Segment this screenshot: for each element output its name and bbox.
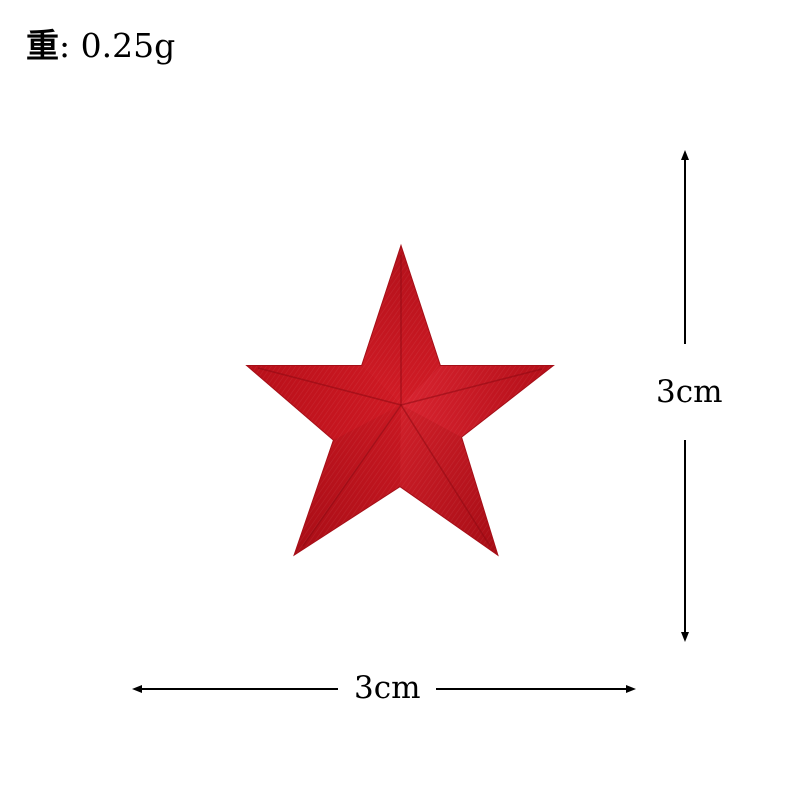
weight-separator: : [59,26,81,65]
vertical-dimension-arrow [681,150,689,642]
star-ridges [257,255,543,547]
height-label: 3cm [656,374,723,410]
horizontal-dimension-arrow [132,685,636,693]
width-label: 3cm [354,670,421,706]
weight-value: 0.25g [80,26,176,65]
weight-label: 重 [26,26,59,65]
star-stitch-texture [248,247,552,554]
weight-caption: 重: 0.25g [26,26,175,66]
